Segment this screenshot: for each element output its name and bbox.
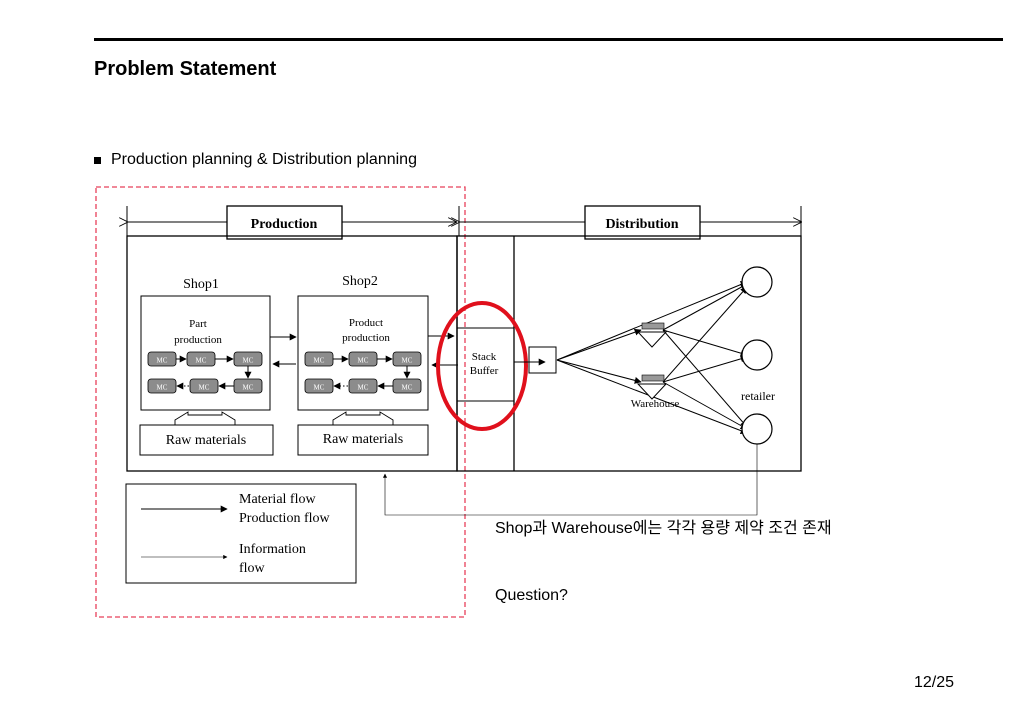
- distribution-label: Distribution: [605, 217, 678, 232]
- machine-label: MC: [157, 357, 168, 365]
- top-rule: [94, 38, 1003, 41]
- stack-buffer-line2: Buffer: [470, 365, 499, 377]
- capacity-constraint-note: Shop과 Warehouse에는 각각 용량 제약 조건 존재: [495, 520, 832, 537]
- retailer-label: retailer: [741, 389, 775, 403]
- machine-label: MC: [402, 357, 413, 365]
- machine-label: MC: [358, 384, 369, 392]
- shop2-caption-line2: production: [342, 332, 390, 344]
- raw-materials-arrow-icon: [332, 411, 394, 426]
- machine-label: MC: [157, 384, 168, 392]
- machine-label: MC: [314, 384, 325, 392]
- machine-label: MC: [243, 384, 254, 392]
- legend-info-line2: flow: [239, 561, 266, 576]
- warehouse-icon: [636, 331, 668, 348]
- machine-icon: [147, 378, 177, 394]
- production-label-box: [226, 205, 343, 240]
- machine-icon: [189, 378, 219, 394]
- legend-material-line2: Production flow: [239, 511, 330, 526]
- page-title: Problem Statement: [94, 58, 277, 80]
- bullet-text: Production planning & Distribution plann…: [111, 151, 417, 168]
- legend-box: [125, 483, 357, 584]
- warehouse-truck-icon: [641, 374, 665, 382]
- shop1-machines: MC MC MC MC MC MC: [147, 351, 263, 394]
- page-number: 12/25: [914, 674, 955, 691]
- machine-label: MC: [243, 357, 254, 365]
- shop1-caption-line1: Part: [189, 318, 207, 330]
- machine-label: MC: [314, 357, 325, 365]
- warehouse-icon: [636, 383, 668, 400]
- retailer-node-1: [741, 266, 773, 298]
- machine-label: MC: [358, 357, 369, 365]
- dispatch-box: [528, 346, 557, 374]
- retailer-node-2: [741, 339, 773, 371]
- production-highlight-box: [95, 186, 466, 618]
- machine-icon: [348, 378, 378, 394]
- square-bullet-icon: [94, 156, 101, 164]
- machine-label: MC: [402, 384, 413, 392]
- shop2-title: Shop2: [342, 274, 378, 289]
- production-label: Production: [251, 217, 318, 232]
- stack-buffer-highlight: [436, 301, 528, 431]
- shop1-raw-materials-box: [139, 424, 274, 456]
- machine-icon: [304, 378, 334, 394]
- shop1-title: Shop1: [183, 277, 219, 292]
- retailer-node-3: [741, 413, 773, 445]
- legend-info-line1: Information: [239, 542, 306, 557]
- distribution-flows: [556, 281, 748, 435]
- warehouse-label: Warehouse: [631, 398, 680, 410]
- distribution-label-box: [584, 205, 701, 240]
- shop1-raw-materials-label: Raw materials: [166, 433, 246, 448]
- warehouse-truck-icon: [641, 322, 665, 330]
- stack-buffer-line1: Stack: [472, 351, 497, 363]
- legend-material-line1: Material flow: [239, 492, 316, 507]
- shop2-raw-materials-box: [297, 424, 429, 456]
- question-text: Question?: [495, 587, 568, 604]
- shop2-machines: MC MC MC MC MC MC: [304, 351, 422, 394]
- machine-label: MC: [196, 357, 207, 365]
- stack-buffer-box: [456, 327, 515, 402]
- shop2-raw-materials-label: Raw materials: [323, 432, 403, 447]
- machine-label: MC: [199, 384, 210, 392]
- information-feedback-line: [382, 444, 758, 516]
- bullet-item: Production planning & Distribution plann…: [94, 151, 417, 169]
- raw-materials-arrow-icon: [174, 411, 236, 426]
- shop1-caption-line2: production: [174, 334, 222, 346]
- shop2-caption-line1: Product: [349, 317, 383, 329]
